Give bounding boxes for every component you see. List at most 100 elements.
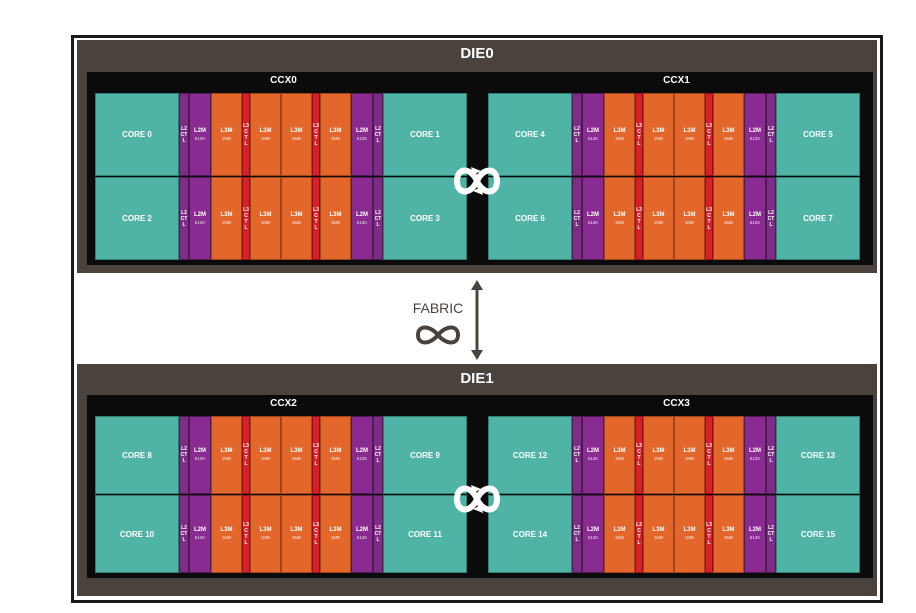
l2-controller: L2CTL (766, 495, 776, 573)
l3-controller: L3CTL (635, 416, 643, 494)
core-block: CORE 4 (488, 93, 572, 176)
core-block: CORE 5 (776, 93, 860, 176)
l3-cache-label: L3M (613, 211, 626, 218)
l2-controller: L2CTL (572, 416, 582, 494)
l3-cache-size: 1MB (330, 456, 341, 461)
l3-cache-size: 1MB (260, 456, 271, 461)
l2-controller: L2CTL (179, 495, 189, 573)
l2-controller: L2CTL (373, 416, 383, 494)
core-block: CORE 13 (776, 416, 860, 494)
l3-controller: L3CTL (242, 416, 250, 494)
l3-cache-label: L3M (722, 127, 735, 134)
l3-cache-label: L3M (259, 211, 272, 218)
ccx-title: CCX2 (270, 398, 297, 409)
l3-cache-size: 1MB (221, 456, 232, 461)
l2-controller: L2CTL (766, 416, 776, 494)
l2-controller: L2CTL (373, 177, 383, 260)
l3-controller: L3CTL (705, 495, 713, 573)
l3-cache-label: L3M (652, 527, 665, 533)
l3-cache-size: 1MB (260, 535, 271, 540)
fabric-label: FABRIC (412, 300, 464, 316)
l3-cache-size: 1MB (684, 535, 695, 540)
core-block: CORE 12 (488, 416, 572, 494)
l3-cache-size: 1MB (653, 135, 664, 141)
l3-cache-size: 1MB (653, 456, 664, 461)
l3-cache-label: L3M (259, 448, 272, 454)
l3-cache-label: L3M (683, 448, 696, 454)
core-block: CORE 3 (383, 177, 467, 260)
die-title: DIE1 (460, 370, 494, 387)
l3-controller: L3CTL (705, 177, 713, 260)
l3-cache-size: 1MB (291, 535, 302, 540)
l3-controller: L3CTL (312, 495, 320, 573)
l3-cache-size: 1MB (260, 219, 271, 225)
vertical-double-arrow-icon (471, 280, 483, 360)
l3-cache-size: 1MB (723, 135, 734, 141)
l3-cache-size: 1MB (291, 135, 302, 141)
l3-controller: L3CTL (242, 93, 250, 176)
l2-cache-size: 512K (749, 535, 761, 540)
l3-controller: L3CTL (242, 177, 250, 260)
l2-cache-size: 512K (194, 456, 206, 461)
l3-controller: L3CTL (635, 495, 643, 573)
l2-controller: L2CTL (373, 495, 383, 573)
l3-controller: L3CTL (635, 177, 643, 260)
l3-controller: L3CTL (705, 416, 713, 494)
l2-cache-size: 512K (356, 135, 368, 141)
l3-cache-label: L3M (329, 448, 342, 454)
l3-cache-size: 1MB (330, 135, 341, 141)
l3-cache-size: 1MB (330, 219, 341, 225)
l3-cache-size: 1MB (614, 135, 625, 141)
l2-cache-label: L2M (356, 127, 368, 134)
l2-controller: L2CTL (766, 177, 776, 260)
core-block: CORE 1 (383, 93, 467, 176)
l3-cache-label: L3M (613, 127, 626, 134)
l2-cache-size: 512K (356, 535, 368, 540)
l3-controller: L3CTL (705, 93, 713, 176)
l3-cache-label: L3M (683, 211, 696, 218)
l3-cache-size: 1MB (723, 535, 734, 540)
l2-cache-label: L2M (587, 448, 599, 454)
l3-cache-label: L3M (290, 127, 303, 134)
die-title: DIE0 (460, 45, 494, 62)
l2-cache-size: 512K (194, 219, 206, 225)
core-block: CORE 8 (95, 416, 179, 494)
l3-controller: L3CTL (312, 177, 320, 260)
l3-cache-label: L3M (652, 211, 665, 218)
l3-cache-size: 1MB (330, 535, 341, 540)
l3-cache-label: L3M (722, 527, 735, 533)
l2-cache-size: 512K (356, 219, 368, 225)
ccx-title: CCX1 (663, 75, 690, 86)
l3-cache-label: L3M (683, 527, 696, 533)
l3-cache-size: 1MB (260, 135, 271, 141)
l3-cache-size: 1MB (221, 219, 232, 225)
l3-cache-size: 1MB (653, 219, 664, 225)
l3-cache-label: L3M (290, 211, 303, 218)
l3-cache-label: L3M (259, 127, 272, 134)
